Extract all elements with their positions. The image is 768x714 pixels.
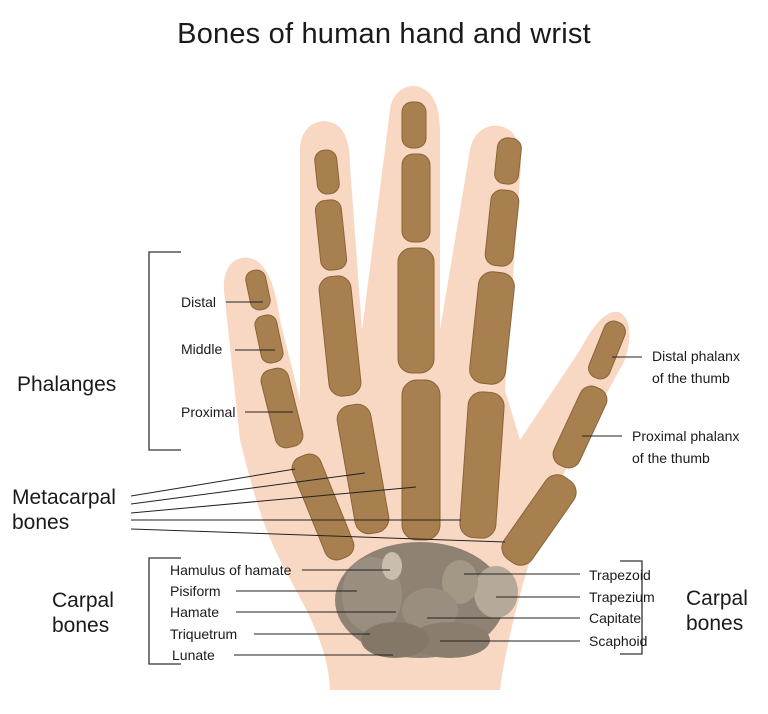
pisiform-label: Pisiform (170, 583, 221, 599)
diagram-title: Bones of human hand and wrist (177, 18, 591, 50)
leader-lines (130, 301, 642, 656)
proximal-thumb-label: Proximal phalanx of the thumb (632, 425, 739, 469)
carpal-right-label-line1: Carpal (686, 587, 748, 610)
hamate-label: Hamate (170, 604, 220, 620)
trapezium-label: Trapezium (589, 589, 655, 605)
carpal-left-label-line1: Carpal (52, 589, 114, 612)
carpal-bones (335, 542, 518, 658)
distal-thumb-line1: Distal phalanx (652, 348, 740, 364)
proximal-thumb-line1: Proximal phalanx (632, 428, 740, 444)
scaphoid-label: Scaphoid (589, 633, 648, 649)
metacarpal-label-line1: Metacarpal (12, 486, 116, 509)
lunate-label: Lunate (172, 647, 215, 663)
carpal-left-label: Carpal bones (52, 588, 114, 638)
triquetrum-label: Triquetrum (170, 626, 238, 642)
capitate-label: Capitate (589, 610, 642, 626)
phalanges-label: Phalanges (17, 373, 117, 396)
distal-thumb-label: Distal phalanx of the thumb (652, 345, 740, 389)
metacarpal-label: Metacarpal bones (12, 485, 116, 535)
proximal-thumb-line2: of the thumb (632, 450, 710, 466)
trapezoid-label: Trapezoid (589, 567, 651, 583)
metacarpal-label-line2: bones (12, 511, 70, 535)
finger-bones (245, 101, 626, 566)
middle-label: Middle (181, 341, 223, 357)
carpal-left-label-line2: bones (52, 614, 110, 638)
carpal-right-label-line2: bones (686, 612, 744, 636)
distal-label: Distal (181, 294, 217, 310)
carpal-right-label: Carpal bones (686, 586, 748, 636)
proximal-label: Proximal (181, 404, 236, 420)
hamulus-of-hamate-label: Hamulus of hamate (170, 562, 292, 578)
distal-thumb-line2: of the thumb (652, 370, 730, 386)
phalanges-bracket (148, 251, 643, 665)
